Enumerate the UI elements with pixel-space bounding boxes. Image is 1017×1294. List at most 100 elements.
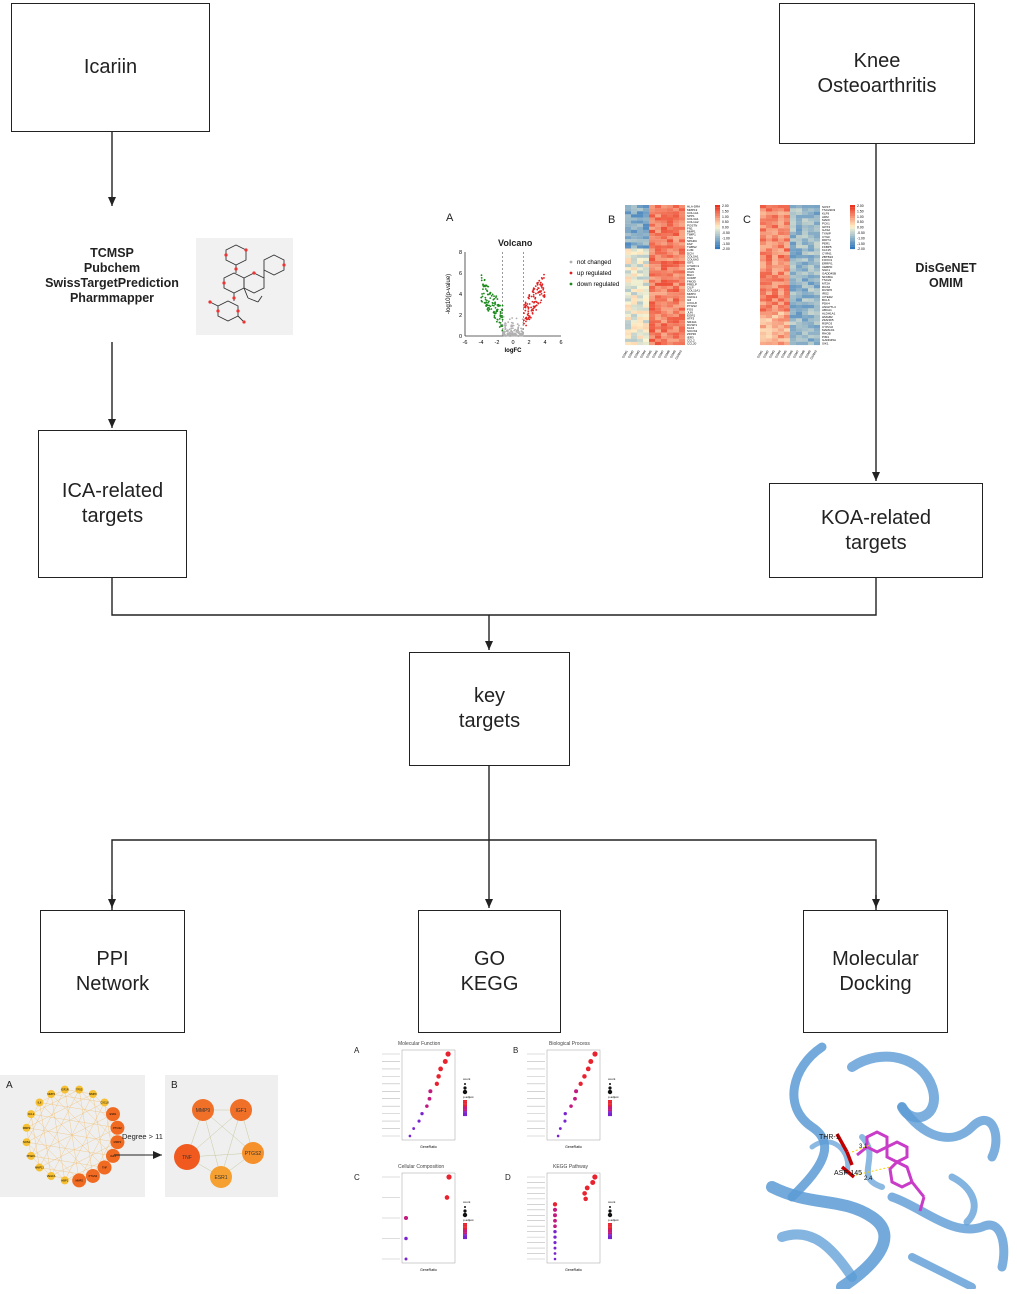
ppi-node	[110, 1135, 125, 1150]
heatmap-cell	[790, 315, 796, 319]
ppi-node-label: PPARG	[27, 1154, 36, 1158]
heatmap-sample-label: GSM6	[786, 349, 794, 359]
volcano-point	[517, 326, 520, 329]
volcano-point	[498, 304, 501, 307]
heatmap-scale-block	[850, 246, 855, 250]
volcano-point	[497, 303, 500, 306]
heatmap-cell	[655, 338, 661, 342]
heatmap-cell	[667, 226, 673, 230]
heatmap-cell	[661, 310, 667, 314]
heatmap-gene-label: CITED2	[822, 295, 833, 299]
volcano-point	[498, 317, 501, 320]
heatmap-cell	[808, 238, 814, 242]
dotplot-point	[590, 1179, 596, 1185]
volcano-point	[493, 312, 496, 315]
heatmap-cell	[814, 208, 820, 212]
heatmap-cell	[655, 289, 661, 293]
volcano-point	[508, 334, 510, 337]
dotplot-colorbar	[463, 1229, 467, 1232]
heatmap-cell	[814, 298, 820, 302]
heatmap-gene-label: RSPO3	[822, 322, 833, 326]
heatmap-cell	[649, 335, 655, 339]
heatmap-cell	[796, 271, 802, 276]
heatmap-cell	[766, 215, 772, 219]
heatmap-gene-label: ZFP36	[687, 332, 696, 336]
volcano-point	[512, 327, 514, 330]
heatmap-cell	[808, 311, 814, 316]
heatmap-cell	[655, 270, 661, 274]
heatmap-gene-label: IL6	[687, 298, 692, 302]
heatmap-cell	[766, 295, 772, 299]
volcano-point	[482, 283, 484, 286]
heatmap-cell	[649, 242, 655, 246]
heatmap-cell	[802, 225, 808, 229]
heatmap-gene-label: DUSP1	[687, 323, 697, 327]
heatmap-scale-block	[850, 211, 855, 214]
heatmap-cell	[649, 233, 655, 237]
heatmap-cell	[814, 335, 820, 339]
heatmap-cell	[808, 241, 814, 246]
heatmap-cell	[643, 254, 649, 258]
heatmap-cell	[679, 233, 685, 237]
dotplot-size-key	[609, 1206, 611, 1208]
heatmap-cell	[655, 214, 661, 218]
heatmap-cell	[772, 331, 778, 336]
heatmap-cell	[649, 304, 655, 308]
heatmap-cell	[778, 248, 784, 252]
heatmap-cell	[808, 228, 814, 232]
heatmap-cell	[643, 208, 649, 212]
heatmap-cell	[673, 270, 679, 274]
heatmap-cell	[814, 321, 820, 326]
heatmap-cell	[679, 313, 685, 318]
heatmap-cell	[631, 338, 637, 342]
heatmap-cell	[814, 268, 820, 272]
heatmap-cell	[625, 285, 631, 290]
heatmap-cell	[796, 241, 802, 246]
heatmap-cell	[802, 218, 808, 222]
heatmap-cell	[778, 308, 784, 312]
heatmap-cell	[784, 265, 790, 269]
heatmap-cell	[784, 321, 790, 326]
heatmap-cell	[673, 208, 679, 212]
volcano-point	[480, 296, 483, 299]
residue-label-2: ASP-145	[834, 1170, 862, 1177]
heatmap-cell	[814, 331, 820, 336]
volcano-x-tick: -2	[495, 340, 500, 346]
heatmap-cell	[649, 326, 655, 330]
volcano-point	[535, 301, 538, 304]
volcano-point	[536, 288, 539, 291]
heatmap-cell	[631, 248, 637, 252]
heatmap-cell	[790, 318, 796, 322]
volcano-point	[525, 324, 527, 327]
heatmap-cell	[772, 238, 778, 242]
heatmap-scale-block	[715, 211, 720, 214]
heatmap-cell	[661, 226, 667, 230]
dotplot-x-label: GeneRatio	[565, 1145, 582, 1149]
heatmap-cell	[778, 281, 784, 286]
heatmap-cell	[637, 289, 643, 293]
ica-targets-node: ICA-related targets	[38, 430, 187, 578]
heatmap-cell	[814, 231, 820, 236]
ppi-node	[75, 1085, 84, 1094]
volcano-point	[543, 295, 546, 298]
heatmap-cell	[784, 255, 790, 259]
heatmap-cell	[766, 225, 772, 229]
heatmap-cell	[679, 320, 685, 324]
heatmap-gene-label: PER1	[822, 242, 830, 246]
heatmap-cell	[667, 205, 673, 209]
heatmap-cell	[778, 268, 784, 272]
heatmap-cell	[673, 254, 679, 258]
heatmap-cell	[790, 281, 796, 286]
heatmap-cell	[760, 245, 766, 249]
heatmap-cell	[760, 208, 766, 212]
volcano-point	[525, 317, 528, 320]
heatmap-cell	[796, 215, 802, 219]
heatmap-cell	[655, 223, 661, 227]
heatmap-cell	[643, 338, 649, 342]
heatmap-cell	[814, 228, 820, 232]
source-swisstarget: SwissTargetPrediction	[45, 276, 179, 290]
volcano-point	[492, 304, 495, 307]
dotplot-frame	[546, 1049, 601, 1141]
volcano-point	[486, 289, 488, 292]
